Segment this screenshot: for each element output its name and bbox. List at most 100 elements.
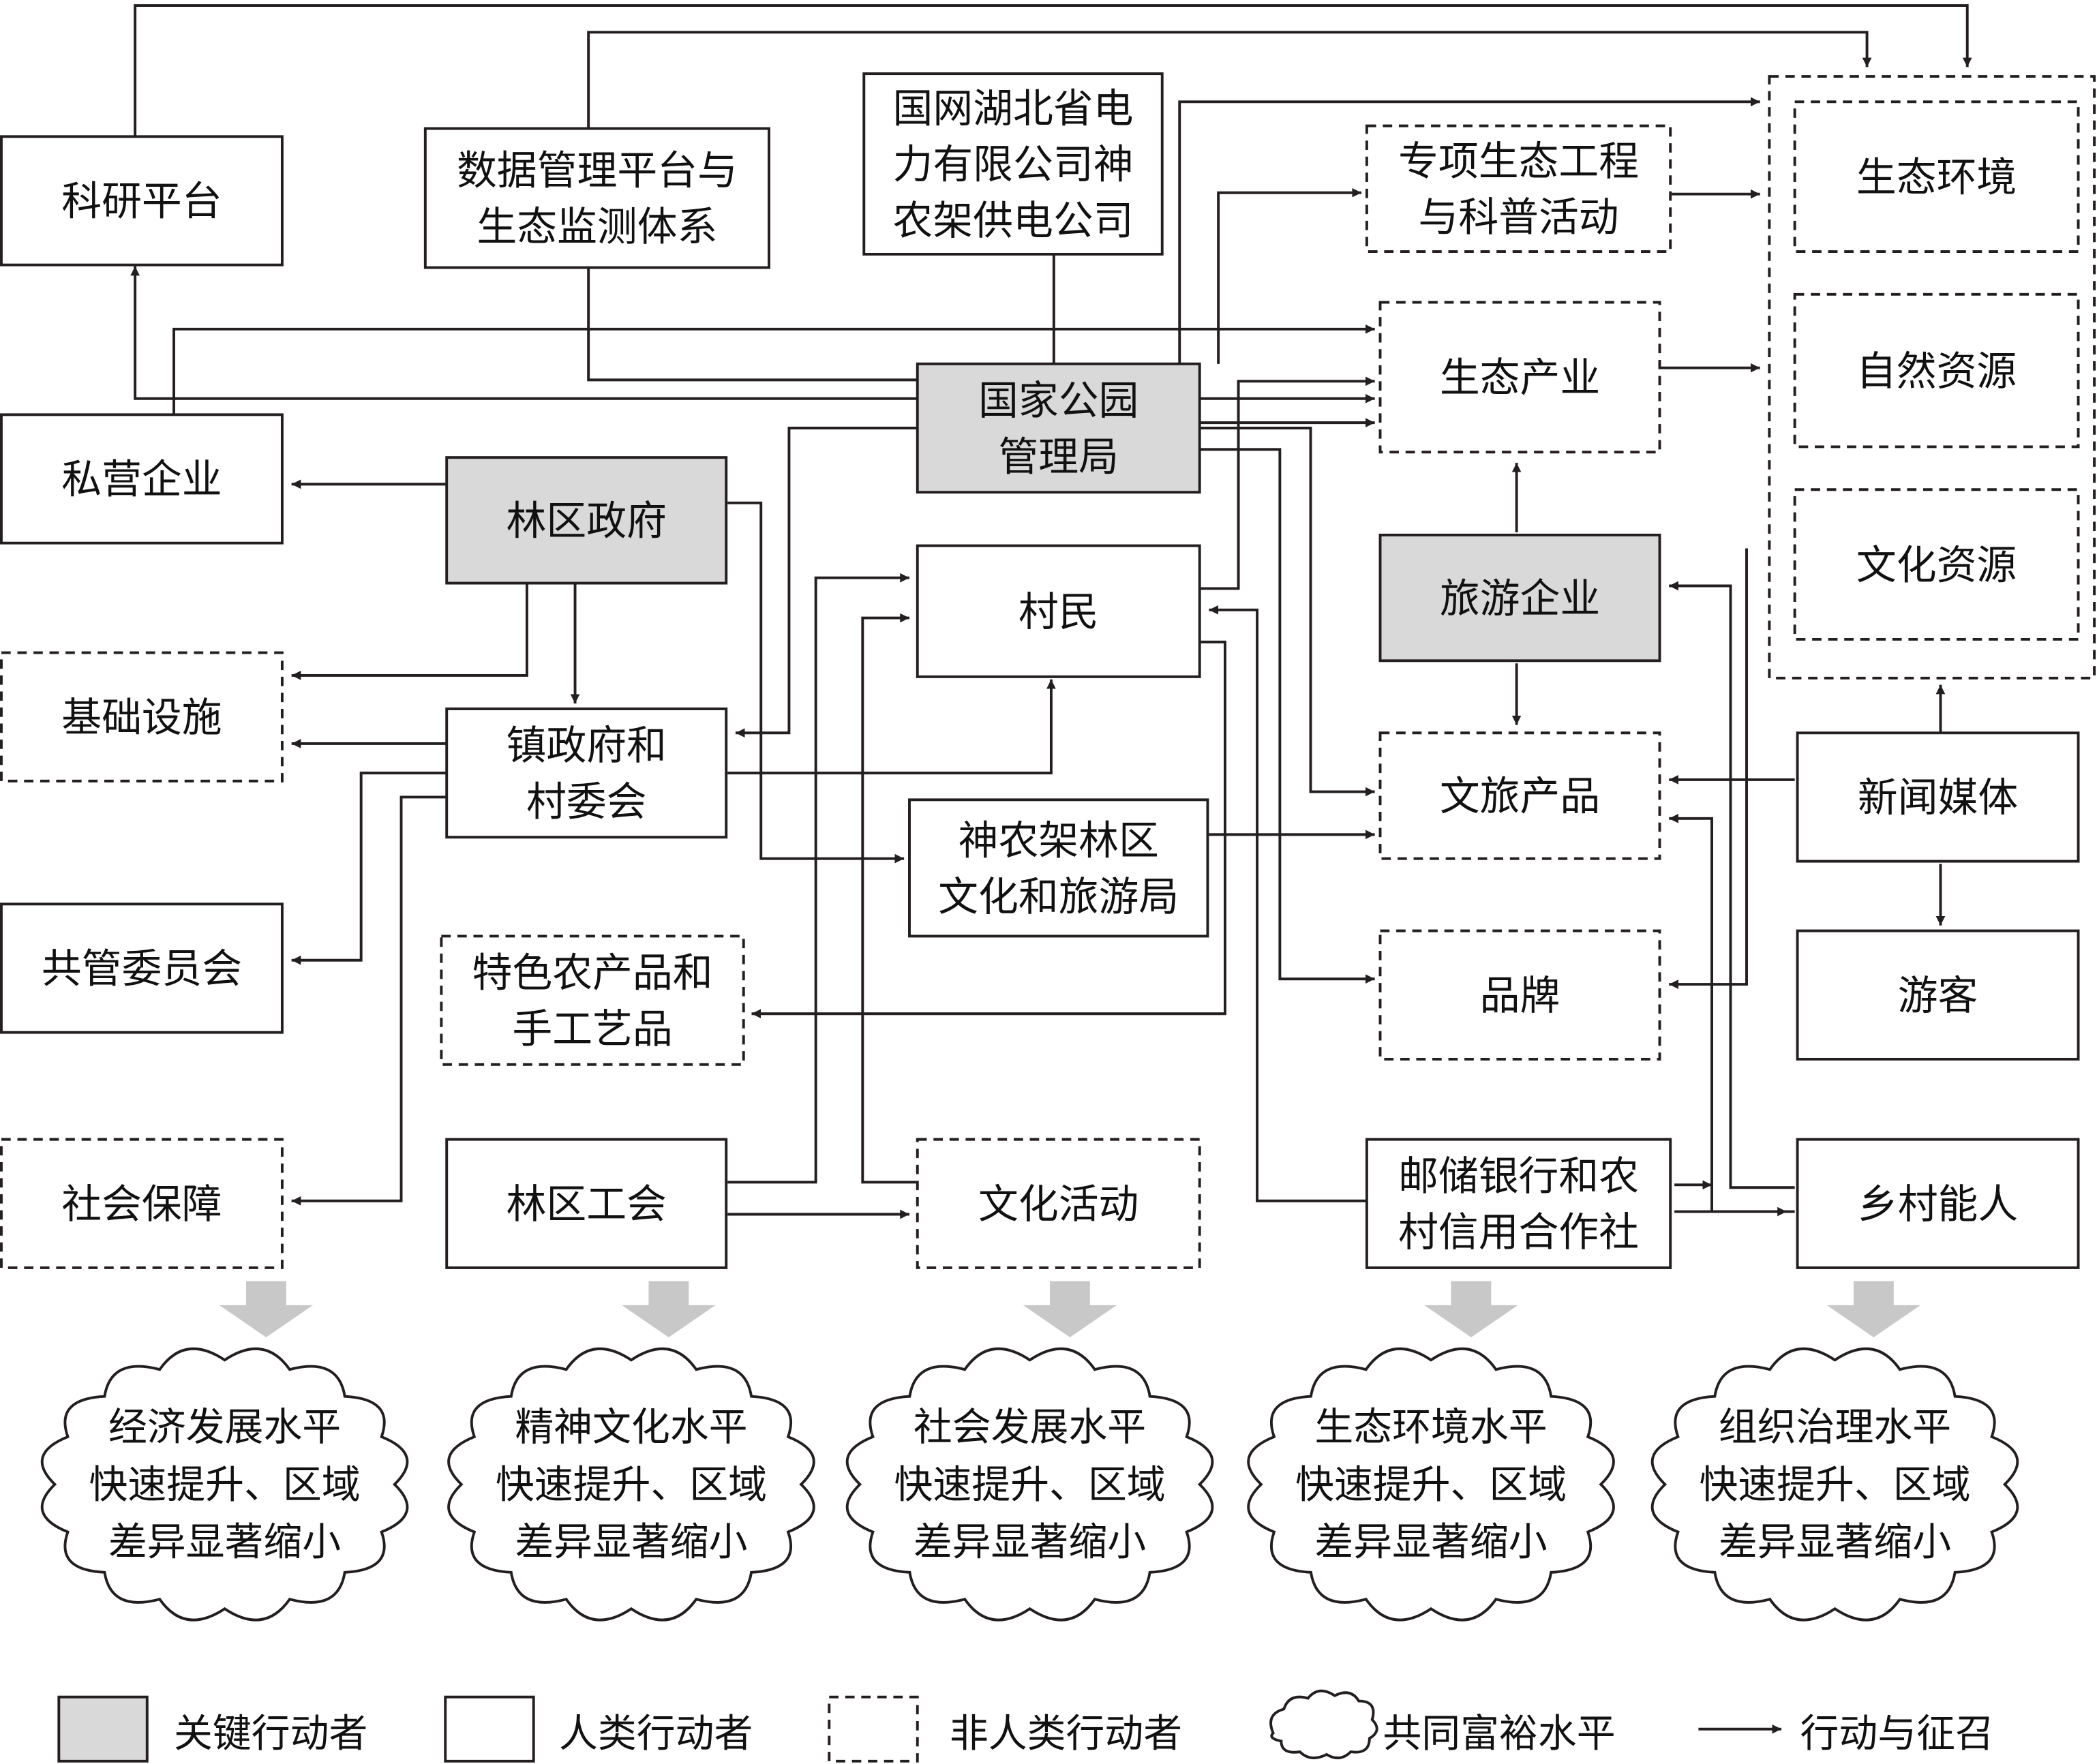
node-box — [1796, 1138, 2080, 1269]
edge-cunmin-chanye — [1199, 376, 1375, 590]
node-jichu: 基础设施 — [0, 651, 284, 782]
legend-key-swatch — [57, 1695, 149, 1763]
common-prosperity-clouds: 经济发展水平快速提升、区域差异显著缩小精神文化水平快速提升、区域差异显著缩小社会… — [40, 1347, 2019, 1622]
legend-human-label: 人类行动者 — [559, 1711, 753, 1756]
node-wenhua-zy: 文化资源 — [1793, 488, 2080, 641]
down-arrow-1 — [219, 1281, 314, 1337]
legend-human-swatch — [444, 1695, 535, 1763]
node-label-line: 林区政府 — [507, 498, 667, 545]
edge-guojia-shuju — [584, 230, 918, 382]
cloud-label-line: 快速提升、区域 — [1699, 1462, 1970, 1507]
node-xinwen: 新闻媒体 — [1796, 731, 2080, 863]
node-box — [445, 707, 728, 839]
cloud-shape — [845, 1347, 1214, 1622]
node-label-line: 与科普活动 — [1418, 194, 1618, 241]
node-gongguan: 共管委员会 — [0, 902, 284, 1034]
node-label-line: 村委会 — [526, 778, 647, 825]
edge-youchu-cunmin — [1209, 605, 1367, 1202]
legend-nonhuman-label: 非人类行动者 — [950, 1711, 1182, 1756]
node-label-line: 特色农产品和 — [472, 949, 713, 997]
outcome-arrows — [219, 1281, 1921, 1337]
node-label-line: 生态监测体系 — [477, 203, 717, 250]
node-wenlv-cp: 文旅产品 — [1378, 731, 1661, 860]
cloud-label-line: 快速提升、区域 — [894, 1462, 1165, 1507]
node-youke: 游客 — [1796, 929, 2080, 1061]
node-wenhua-hd: 文化活动 — [916, 1138, 1201, 1269]
edge-linquzf-jichu — [291, 583, 528, 680]
node-label-line: 旅游企业 — [1440, 575, 1600, 622]
node-label-line: 基础设施 — [61, 694, 222, 741]
node-box — [423, 127, 770, 269]
node-label-line: 乡村能人 — [1858, 1181, 2018, 1228]
cloud-label-line: 生态环境水平 — [1314, 1405, 1547, 1450]
node-box — [445, 456, 728, 585]
node-box — [1378, 533, 1661, 663]
node-label-line: 新闻媒体 — [1858, 774, 2018, 821]
node-siying: 私营企业 — [0, 413, 284, 545]
edge-zhenzf-shehui — [291, 795, 447, 1206]
node-label-line: 文化资源 — [1856, 541, 2017, 588]
node-box — [1365, 124, 1672, 254]
node-box — [916, 362, 1201, 494]
node-label-line: 数据管理平台与 — [457, 147, 738, 194]
cloud-label-line: 精神文化水平 — [515, 1405, 747, 1450]
edge-group-pinpai — [1669, 548, 1748, 989]
edge-guojia-group — [1178, 97, 1760, 364]
down-arrow-2 — [622, 1281, 716, 1337]
node-lvyou: 旅游企业 — [1378, 533, 1661, 663]
node-keyan: 科研平台 — [0, 135, 284, 267]
node-label-line: 私营企业 — [61, 456, 222, 503]
cloud-shape — [447, 1347, 815, 1622]
edge-keyan-group — [134, 4, 1972, 137]
legend-key-label: 关键行动者 — [174, 1711, 367, 1756]
node-box — [0, 902, 284, 1034]
node-label-line: 村信用合作社 — [1398, 1208, 1639, 1256]
cloud-label-line: 差异显著缩小 — [914, 1520, 1146, 1565]
cloud-label-line: 经济发展水平 — [108, 1405, 341, 1450]
node-box — [0, 135, 284, 267]
cloud-label-line: 快速提升、区域 — [496, 1462, 767, 1507]
legend-nonhuman-swatch — [828, 1695, 919, 1763]
cloud-shape — [1650, 1347, 2019, 1622]
node-label-line: 镇政府和 — [507, 722, 667, 769]
edge-shuju-group — [587, 31, 1872, 129]
edge-guojia-zhuanxiang — [1217, 187, 1362, 364]
down-arrow-3 — [1023, 1281, 1117, 1337]
node-box — [1378, 929, 1661, 1061]
node-label-line: 文化和旅游局 — [938, 873, 1179, 920]
edge-linquzf-wenlvju — [727, 501, 905, 864]
cloud-label-line: 社会发展水平 — [914, 1405, 1146, 1450]
node-box — [440, 934, 745, 1066]
node-cunmin: 村民 — [916, 544, 1201, 678]
node-label-line: 专项生态工程 — [1398, 138, 1639, 185]
node-box — [916, 544, 1201, 678]
node-label-line: 村民 — [1019, 588, 1099, 635]
node-box — [445, 1138, 728, 1269]
node-label-line: 力有限公司神 — [892, 141, 1133, 188]
node-label-line: 文化活动 — [978, 1181, 1138, 1228]
node-box — [908, 798, 1209, 938]
edge-siying-chanye — [172, 324, 1375, 415]
cloud-label-line: 差异显著缩小 — [108, 1520, 341, 1565]
edge-nengren-lvyou — [1669, 581, 1795, 1189]
node-label-line: 国家公园 — [978, 377, 1138, 424]
edge-guojia-keyan — [130, 266, 918, 400]
node-nengren: 乡村能人 — [1796, 1138, 2080, 1269]
cloud-label-line: 快速提升、区域 — [89, 1462, 361, 1507]
legend-cloud-icon — [1269, 1689, 1378, 1759]
cloud-label-line: 快速提升、区域 — [1295, 1462, 1567, 1507]
node-box — [0, 651, 284, 782]
node-box — [1378, 301, 1661, 454]
node-label-line: 文旅产品 — [1440, 773, 1600, 820]
